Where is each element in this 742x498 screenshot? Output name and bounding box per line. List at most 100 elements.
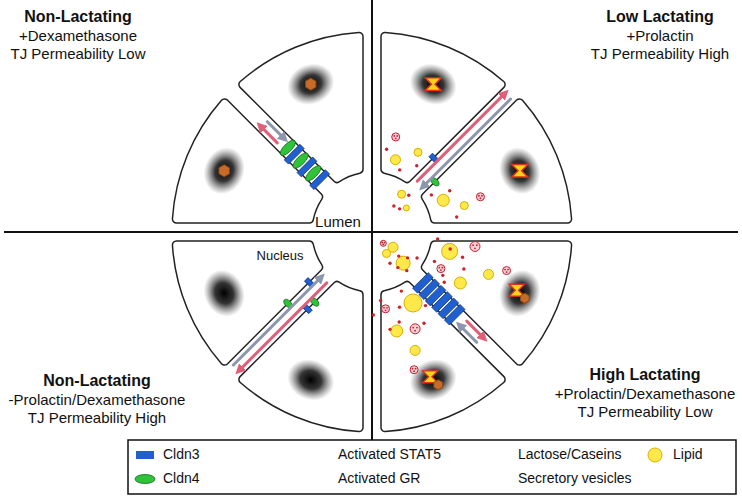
lipid-droplet: [404, 294, 422, 312]
secretory-vesicle: [384, 242, 386, 244]
lactose-dot: [397, 254, 400, 257]
lactose-dot: [406, 256, 409, 259]
lactose-dot: [407, 194, 410, 197]
secretory-vesicle: [440, 269, 442, 271]
illustration-part: [172, 32, 571, 431]
lactose-dot: [422, 322, 425, 325]
legend-swatch: [648, 448, 662, 462]
permeability-arrow: [417, 93, 505, 181]
lactose-dot: [398, 168, 401, 171]
permeability-arrow: [233, 277, 321, 365]
secretory-vesicle: [478, 195, 480, 197]
secretory-vesicle: [416, 327, 418, 329]
secretory-vesicle: [503, 267, 511, 275]
treatment-label: -Prolactin/Dexamethasone: [9, 391, 186, 408]
permeability-arrow: [467, 321, 484, 338]
secretory-vesicle: [410, 324, 420, 334]
secretory-vesicle: [393, 135, 395, 137]
lipid-droplet: [484, 269, 494, 279]
secretory-vesicle: [392, 133, 400, 141]
legend-label: Activated STAT5: [338, 446, 441, 462]
lactose-dot: [433, 260, 436, 263]
secretory-vesicle: [504, 269, 506, 271]
lactose-dot: [372, 313, 375, 316]
treatment-label: +Prolactin: [626, 27, 693, 44]
legend-label: Cldn4: [163, 470, 200, 486]
lipid-droplet: [437, 194, 449, 206]
lactose-dot: [392, 204, 395, 207]
permeability-arrow: [260, 126, 277, 143]
legend-swatch: [135, 475, 155, 484]
nucleus: [197, 141, 252, 201]
cldn4-protein: [291, 151, 311, 171]
divider-line: [371, 0, 373, 440]
lipid-droplet: [410, 345, 420, 355]
permeability-label: TJ Permeability Low: [577, 403, 712, 420]
lactose-dot: [436, 237, 439, 240]
condition-title: Non-Lactating: [24, 8, 132, 26]
lipid-droplet: [390, 155, 400, 165]
secretory-vesicle: [383, 307, 385, 309]
condition-title: High Lactating: [589, 366, 700, 384]
cldn4-protein: [278, 138, 298, 158]
secretory-vesicle: [414, 330, 416, 332]
lactose-dot: [388, 328, 391, 331]
nucleus: [492, 263, 547, 323]
nucleus: [492, 141, 547, 201]
legend-label: Activated GR: [338, 470, 420, 486]
legend-box: [128, 440, 736, 494]
lipid-droplet: [391, 325, 403, 337]
nucleus: [281, 352, 341, 407]
legend-label: Secretory vesicles: [518, 470, 632, 486]
lactose-dot: [448, 189, 451, 192]
secretory-vesicle: [386, 307, 388, 309]
lipid-droplet: [414, 148, 422, 156]
lactose-dot: [441, 274, 444, 277]
secretory-vesicle: [410, 366, 418, 374]
secretory-vesicle: [412, 368, 414, 370]
lactose-dot: [405, 269, 408, 272]
secretory-vesicle: [395, 138, 397, 140]
lipid-droplet: [396, 256, 410, 270]
lactose-dot: [397, 320, 400, 323]
divider-line: [4, 231, 738, 233]
lactose-dot: [443, 281, 446, 284]
lactose-dot: [415, 256, 418, 259]
secretory-vesicle: [382, 244, 384, 246]
lactose-dot: [448, 247, 451, 250]
lipid-droplet: [383, 250, 391, 258]
secretory-vesicle: [480, 197, 482, 199]
epithelial-cell: [239, 32, 363, 182]
secretory-vesicle: [396, 135, 398, 137]
lipid-droplet: [398, 190, 406, 198]
secretory-vesicle: [507, 269, 509, 271]
epithelial-cell: [172, 241, 322, 365]
secretory-vesicle: [385, 309, 387, 311]
secretory-vesicle: [474, 247, 476, 249]
stat5-symbol: [512, 164, 528, 177]
secretory-vesicle: [413, 370, 415, 372]
illustration-part: [197, 57, 548, 485]
secretory-vesicle: [476, 244, 478, 246]
lactose-dot: [430, 193, 433, 196]
lipid-droplet: [442, 243, 458, 259]
secretory-vesicle: [441, 267, 443, 269]
condition-title: Low Lactating: [606, 8, 714, 26]
lactose-dot: [396, 266, 399, 269]
secretory-vesicle: [472, 244, 474, 246]
permeability-label: TJ Permeability Low: [10, 45, 145, 62]
nucleus: [197, 263, 252, 323]
stat5-symbol: [425, 78, 441, 91]
lactose-dot: [385, 148, 388, 151]
secretory-vesicle: [415, 368, 417, 370]
permeability-label: TJ Permeability High: [591, 45, 729, 62]
cldn4-protein: [303, 163, 323, 183]
legend-swatch: [136, 451, 154, 459]
gr-symbol: [306, 78, 316, 90]
lactose-dot: [455, 215, 458, 218]
treatment-label: +Dexamethasone: [19, 27, 137, 44]
lactose-dot: [388, 261, 391, 264]
secretory-vesicle: [438, 267, 440, 269]
epithelial-cell: [422, 99, 572, 223]
lactose-dot: [462, 267, 465, 270]
